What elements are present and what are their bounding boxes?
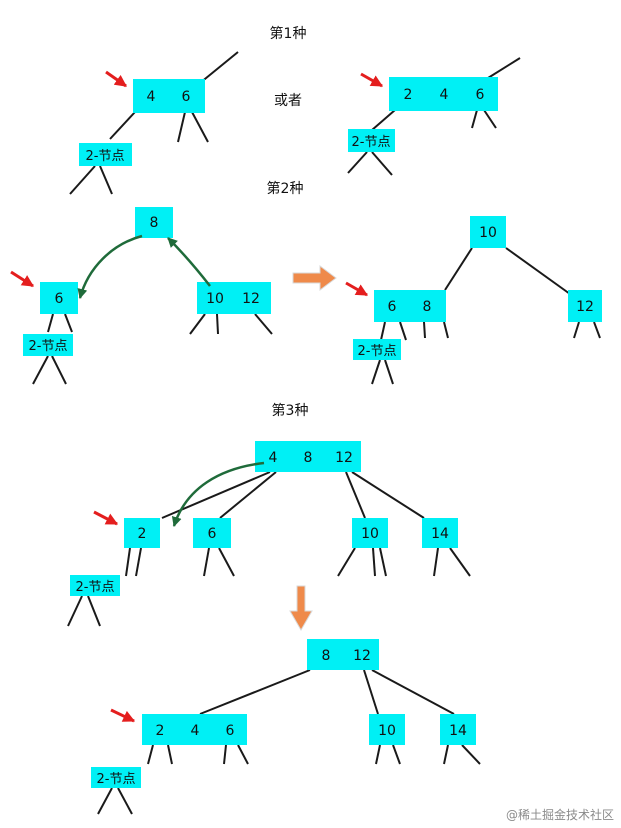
green-rotation-arrows: [77, 234, 265, 527]
case2-title: 第2种: [267, 180, 304, 197]
node-c3-child-2: [193, 518, 231, 548]
node-key: 6: [55, 291, 64, 307]
red-arrow-icon: [105, 70, 127, 88]
node-key: 2: [156, 723, 165, 739]
green-arrow-icon: [171, 461, 265, 527]
red-arrow-icon: [110, 708, 136, 723]
node-c2-left: [40, 282, 78, 314]
node-key: 6: [226, 723, 235, 739]
node-c3-child-1: [124, 518, 160, 548]
node-key: 10: [361, 526, 379, 542]
node-key: 6: [388, 299, 397, 315]
node-c2-right: [197, 282, 271, 314]
node-c1b-root: [389, 77, 498, 111]
green-arrow-icon: [167, 237, 211, 287]
node-key: 4: [147, 89, 156, 105]
node-key: 6: [476, 87, 485, 103]
red-arrow-icon: [93, 510, 119, 526]
node-key: 4: [440, 87, 449, 103]
label-2node-box: [348, 129, 395, 152]
green-arrow-icon: [77, 234, 143, 299]
node-key: 10: [206, 291, 224, 307]
node-key: 8: [322, 648, 331, 664]
or-text: 或者: [274, 93, 302, 109]
label-2node: 2-节点: [352, 135, 391, 150]
orange-arrow-down-icon: [289, 585, 313, 631]
node-key: 6: [182, 89, 191, 105]
label-2node-box: [79, 143, 132, 166]
label-2node-box: [70, 575, 120, 596]
node-c2r-left: [374, 290, 446, 322]
node-c3-child-4: [422, 518, 458, 548]
node-c3-root: [255, 441, 361, 472]
node-key: 2: [138, 526, 147, 542]
tree-edges: [32, 51, 601, 815]
node-c3r-child-1: [142, 714, 247, 745]
node-c3r-child-2: [369, 714, 405, 745]
case1-title: 第1种: [270, 25, 307, 42]
red-pointer-arrows: [10, 70, 384, 723]
node-key: 8: [150, 215, 159, 231]
node-c2r-parent: [470, 216, 506, 248]
label-2node: 2-节点: [97, 772, 136, 787]
node-c1a-root: [133, 79, 205, 113]
label-2node: 2-节点: [358, 344, 397, 359]
orange-transition-arrows: [289, 265, 337, 631]
node-c2r-right: [568, 290, 602, 322]
node-key: 10: [378, 723, 396, 739]
node-key: 4: [269, 450, 278, 466]
orange-arrow-right-icon: [292, 265, 337, 291]
label-2node-box: [353, 339, 401, 360]
node-key: 8: [304, 450, 313, 466]
red-arrow-icon: [10, 270, 35, 288]
node-c3r-child-3: [440, 714, 476, 745]
node-key: 14: [449, 723, 467, 739]
node-key: 8: [423, 299, 432, 315]
label-2node: 2-节点: [86, 149, 125, 164]
label-2node: 2-节点: [29, 339, 68, 354]
watermark: @稀土掘金技术社区: [506, 807, 614, 822]
node-c3r-root: [307, 639, 379, 670]
node-key: 6: [208, 526, 217, 542]
node-key: 2: [404, 87, 413, 103]
node-key: 14: [431, 526, 449, 542]
case3-title: 第3种: [272, 402, 309, 419]
red-arrow-icon: [360, 72, 384, 88]
node-c3-child-3: [352, 518, 388, 548]
node-key: 10: [479, 225, 497, 241]
red-arrow-icon: [345, 281, 369, 297]
node-key: 12: [335, 450, 353, 466]
label-2node-box: [23, 334, 73, 356]
node-key: 12: [576, 299, 594, 315]
label-2node-box: [91, 767, 141, 788]
node-key: 12: [242, 291, 260, 307]
label-2node: 2-节点: [76, 580, 115, 595]
node-c2-parent: [135, 207, 173, 238]
node-key: 4: [191, 723, 200, 739]
node-key: 12: [353, 648, 371, 664]
